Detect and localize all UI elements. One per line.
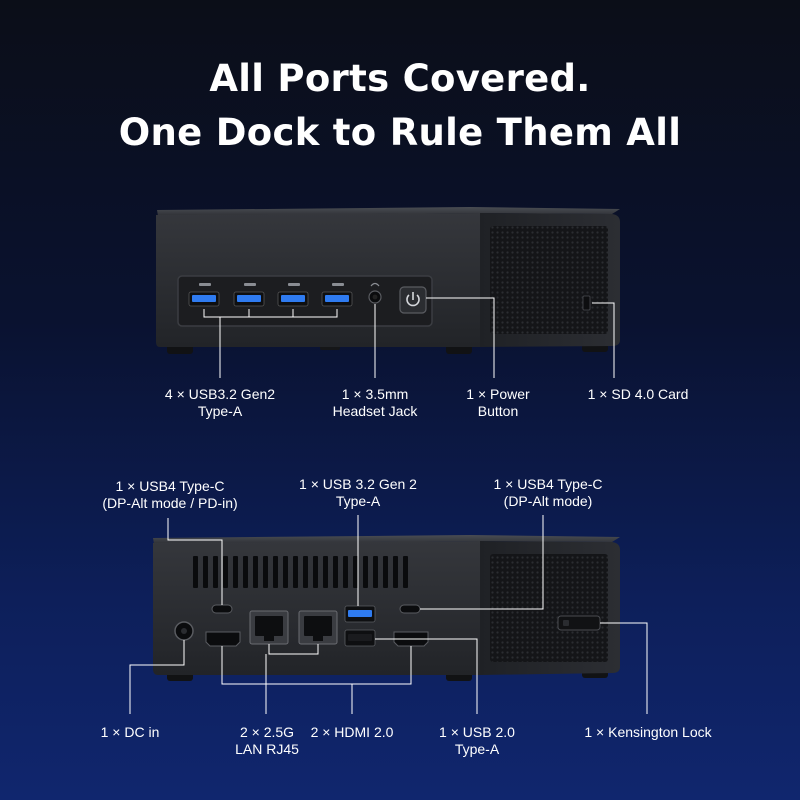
usb3-port-front: [321, 291, 353, 307]
label-power-button: 1 × Power Button: [466, 386, 530, 419]
usb3-port-front: [277, 291, 309, 307]
lan-port: [249, 610, 289, 645]
headphone-icon: [370, 282, 380, 287]
side-vent-mesh: [490, 226, 608, 334]
usb20-port-rear: [344, 629, 376, 647]
front-device: [156, 207, 620, 354]
usb3-port-front: [188, 291, 220, 307]
label-kensington: 1 × Kensington Lock: [584, 724, 712, 740]
usb32-port-rear: [344, 605, 376, 623]
lan-port: [298, 610, 338, 645]
front-leader-lines: [203, 297, 615, 378]
usb4-port-dp: [399, 604, 421, 614]
power-icon: [406, 292, 420, 307]
rear-vent: [193, 556, 408, 588]
headline-line-2: One Dock to Rule Them All: [118, 111, 682, 154]
headline-line-1: All Ports Covered.: [209, 57, 591, 100]
label-hdmi: 2 × HDMI 2.0: [310, 724, 394, 740]
hdmi-port: [205, 631, 241, 647]
usb3-port-front: [233, 291, 265, 307]
label-usb32-rear: 1 × USB 3.2 Gen 2 Type-A: [299, 476, 417, 509]
rear-device: [153, 535, 620, 681]
label-usb4-dp: 1 × USB4 Type-C (DP-Alt mode): [493, 476, 603, 509]
label-sd-card: 1 × SD 4.0 Card: [587, 386, 689, 402]
rear-leader-lines: [129, 515, 648, 714]
side-vent-mesh: [490, 554, 608, 662]
label-headset-jack: 1 × 3.5mm Headset Jack: [332, 386, 418, 419]
usb4-port-pd: [211, 604, 233, 614]
label-usb32-gen2: 4 × USB3.2 Gen2 Type-A: [164, 386, 276, 419]
label-dc-in: 1 × DC in: [100, 724, 160, 740]
label-lan: 2 × 2.5G LAN RJ45: [235, 724, 299, 757]
label-usb20: 1 × USB 2.0 Type-A: [439, 724, 515, 757]
sd-card-slot: [582, 295, 591, 311]
label-usb4-pd: 1 × USB4 Type-C (DP-Alt mode / PD-in): [102, 478, 238, 511]
